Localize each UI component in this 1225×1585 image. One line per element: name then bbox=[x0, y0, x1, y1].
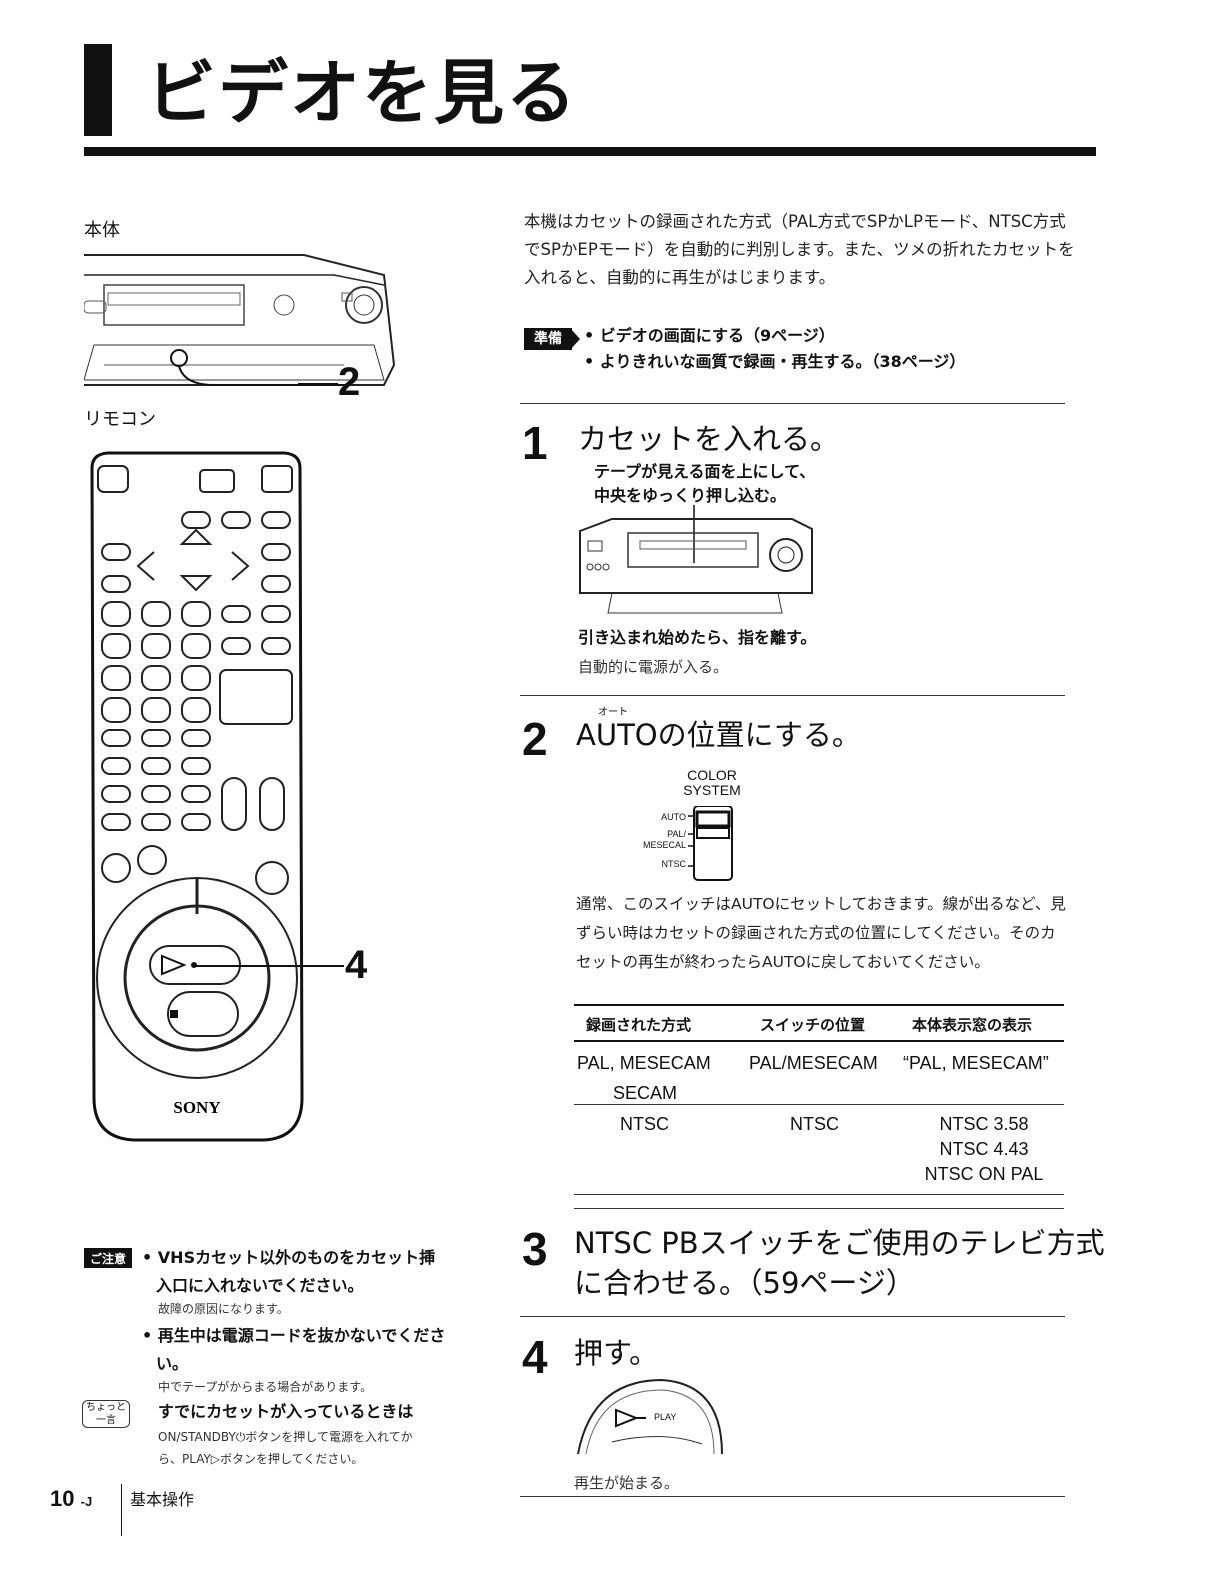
step-3-number: 3 bbox=[522, 1223, 548, 1275]
callout-line-4 bbox=[196, 965, 344, 967]
play-button-illustration bbox=[577, 1378, 723, 1455]
divider-1 bbox=[520, 403, 1065, 404]
step-1-after: 引き込まれ始めたら、指を離す。 bbox=[578, 628, 817, 647]
table-bottom-rule-2 bbox=[574, 1208, 1064, 1209]
tip-badge: ちょっと一言 bbox=[82, 1400, 130, 1428]
table-row-2-col-1: NTSC bbox=[620, 1114, 669, 1134]
table-row-2-col-2: NTSC bbox=[790, 1114, 839, 1134]
color-system-options: AUTO PAL/ MESECAL NTSC bbox=[620, 812, 686, 870]
prep-arrow bbox=[570, 328, 580, 350]
step-1-note: 自動的に電源が入る。 bbox=[578, 658, 729, 676]
option-ntsc: NTSC bbox=[661, 859, 687, 869]
table-head-rule bbox=[574, 1040, 1064, 1042]
play-label[interactable]: PLAY bbox=[654, 1412, 677, 1422]
option-mesecal: MESECAL bbox=[642, 840, 686, 850]
table-row-rule bbox=[574, 1104, 1064, 1105]
tip-text: ON/STANDBY⏻ボタンを押して電源を入れてから、PLAY▷ボタンを押してく… bbox=[158, 1430, 413, 1466]
caution-2-detail: 中でテープがからまる場合があります。 bbox=[158, 1380, 373, 1394]
step-1-number: 1 bbox=[522, 417, 548, 469]
remote-label: リモコン bbox=[84, 409, 156, 430]
title-marker bbox=[84, 44, 112, 136]
table-header-2: スイッチの位置 bbox=[760, 1016, 866, 1034]
step-2-description: 通常、このスイッチはAUTOにセットしておきます。線が出るなど、見ずらい時はカセ… bbox=[576, 895, 1066, 971]
step-4-title: 押す。 bbox=[574, 1336, 659, 1370]
divider-2 bbox=[520, 695, 1065, 696]
step-3-title-1: NTSC PBスイッチをご使用のテレビ方式 bbox=[574, 1226, 1105, 1260]
callout-2: 2 bbox=[338, 360, 361, 404]
page-title: ビデオを見る bbox=[146, 52, 578, 134]
option-auto: AUTO bbox=[661, 812, 686, 822]
callout-4: 4 bbox=[345, 943, 368, 987]
step-2-ruby: オート bbox=[598, 707, 628, 718]
table-bottom-rule-1 bbox=[574, 1194, 1064, 1195]
divider-3 bbox=[520, 1316, 1065, 1317]
table-top-rule bbox=[574, 1004, 1064, 1006]
tip-title: すでにカセットが入っているときは bbox=[158, 1402, 414, 1421]
cassette-insert-illustration bbox=[579, 505, 813, 614]
step-2-title: AUTOの位置にする。 bbox=[576, 718, 861, 752]
remote-illustration: SONY bbox=[90, 451, 304, 1142]
prep-item-2: • よりきれいな画質で録画・再生する。（38ページ） bbox=[584, 352, 966, 371]
table-row-1-col-2: PAL/MESECAM bbox=[749, 1053, 878, 1073]
body-label: 本体 bbox=[84, 220, 120, 241]
callout-line-2 bbox=[298, 383, 338, 385]
prep-item-1: • ビデオの画面にする（9ページ） bbox=[584, 326, 835, 345]
divider-4 bbox=[520, 1496, 1065, 1497]
table-header-3: 本体表示窓の表示 bbox=[912, 1016, 1033, 1034]
step-1-sub-1: テープが見える面を上にして、 bbox=[594, 462, 816, 481]
vcr-front-illustration bbox=[84, 254, 396, 386]
step-4-number: 4 bbox=[522, 1331, 548, 1383]
step-2-number: 2 bbox=[522, 713, 548, 765]
intro-text: 本機はカセットの録画された方式（PAL方式でSPかLPモード、NTSC方式でSP… bbox=[524, 212, 1075, 287]
color-system-switch[interactable] bbox=[688, 806, 740, 882]
page-number: 10 -J bbox=[50, 1486, 93, 1511]
caution-1-detail: 故障の原因になります。 bbox=[158, 1302, 289, 1316]
footer-divider bbox=[121, 1484, 122, 1536]
table-row-1-col-3: “PAL, MESECAM” bbox=[903, 1053, 1049, 1073]
title-rule bbox=[84, 147, 1096, 156]
step-3-title-2: に合わせる。（59ページ） bbox=[574, 1266, 915, 1300]
footer-section: 基本操作 bbox=[130, 1490, 195, 1509]
remote-brand: SONY bbox=[173, 1098, 220, 1117]
step-1-sub-2: 中央をゆっくり押し込む。 bbox=[594, 486, 787, 505]
prep-badge: 準備 bbox=[524, 328, 572, 350]
option-pal: PAL/ bbox=[667, 829, 686, 839]
caution-1: • VHSカセット以外のものをカセット挿 入口に入れないでください。 bbox=[142, 1248, 436, 1295]
caution-badge: ご注意 bbox=[84, 1248, 132, 1268]
caution-2: • 再生中は電源コードを抜かないでくださ い。 bbox=[142, 1326, 446, 1373]
step-4-result: 再生が始まる。 bbox=[574, 1474, 680, 1492]
step-1-title: カセットを入れる。 bbox=[578, 422, 840, 456]
table-header-1: 録画された方式 bbox=[586, 1016, 692, 1034]
